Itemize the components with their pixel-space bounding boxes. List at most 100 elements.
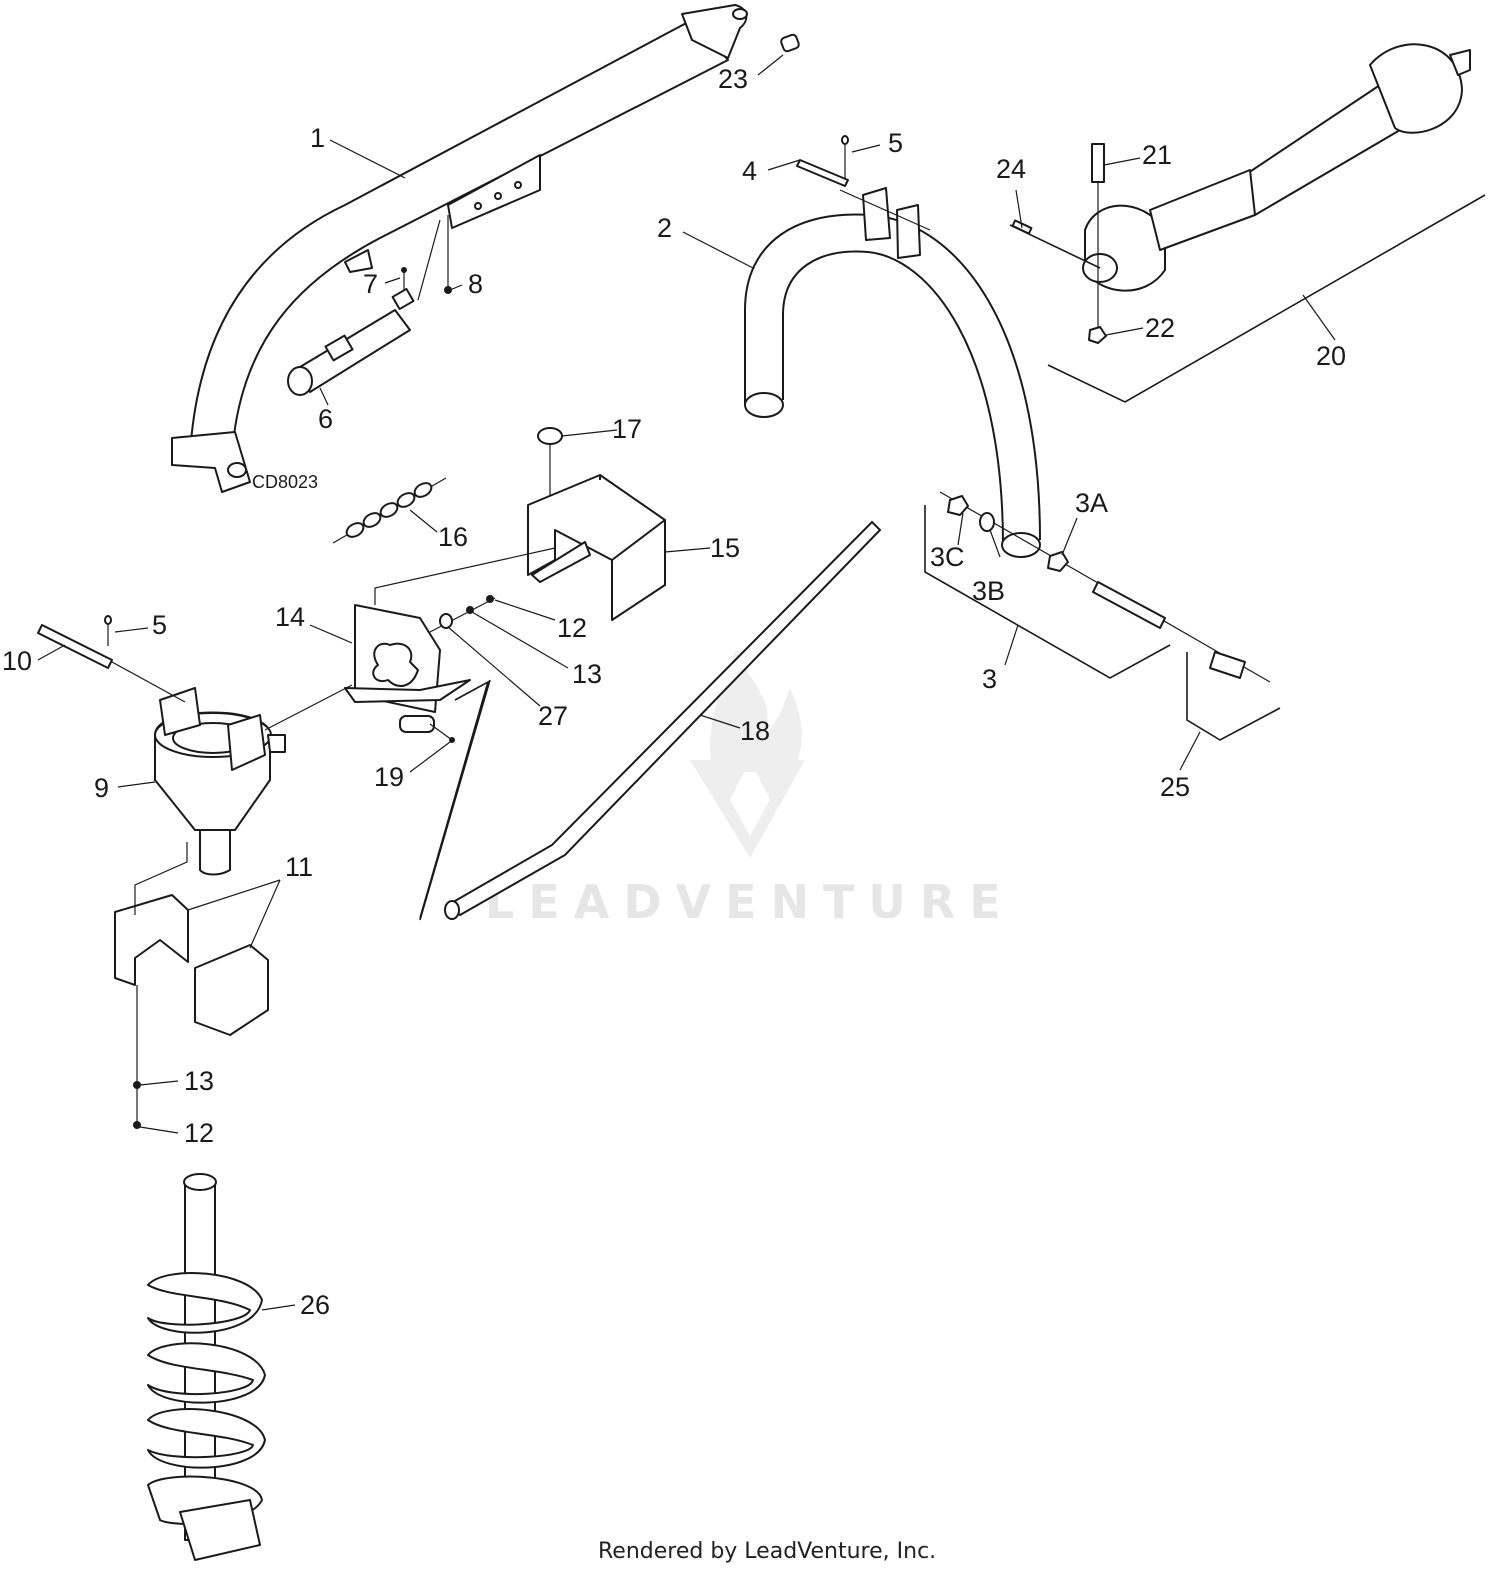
part-22-nut	[1088, 326, 1107, 344]
pto-shaft-tube	[1229, 84, 1401, 216]
part-21-bolt	[1091, 143, 1105, 335]
part-20-pto-driveline	[1047, 43, 1486, 403]
label-4: 4	[742, 156, 757, 186]
part-7-screw	[401, 267, 407, 290]
u-frame-tab-1	[862, 187, 891, 241]
gearbox-input-shaft	[267, 734, 286, 753]
boom-arm-bottom-hole	[227, 462, 247, 478]
label-3a: 3A	[1075, 488, 1108, 518]
leader-lines	[37, 54, 1336, 1311]
watermark-v-logo	[690, 760, 805, 858]
leader-cover-to-plate	[374, 547, 556, 605]
plate-sleeve	[399, 715, 435, 733]
part-25-sleeve	[1209, 651, 1246, 679]
label-26: 26	[300, 1290, 330, 1320]
label-3b: 3B	[972, 576, 1005, 606]
label-7: 7	[363, 269, 378, 299]
leader-gearbox-to-shield	[134, 842, 188, 915]
part-2-u-frame	[744, 187, 1041, 558]
part-16-chain	[332, 477, 447, 544]
label-12-upper: 12	[557, 613, 587, 643]
cylinder-end	[287, 366, 313, 396]
part-12-screw-lower	[133, 1121, 141, 1129]
part-23-pin-cap	[780, 33, 800, 53]
label-14: 14	[275, 602, 305, 632]
label-1: 1	[310, 123, 325, 153]
label-5-top: 5	[888, 128, 903, 158]
pto-outer-shield	[1369, 43, 1463, 134]
label-27: 27	[538, 701, 568, 731]
label-3c: 3C	[930, 542, 965, 572]
part-1-boom-arm	[171, 4, 748, 493]
label-12-lower: 12	[184, 1118, 214, 1148]
label-16: 16	[438, 522, 468, 552]
boom-arm-top-clevis	[681, 4, 748, 59]
gearbox-right-tab	[227, 714, 266, 771]
label-8: 8	[468, 269, 483, 299]
label-21: 21	[1142, 140, 1172, 170]
boom-arm-lug	[344, 249, 373, 273]
leadventure-watermark: LEADVENTURE	[485, 650, 1015, 929]
part-3b-washer	[979, 512, 995, 532]
bracket-25	[1186, 652, 1281, 741]
label-2: 2	[657, 213, 672, 243]
pto-spline-end	[1449, 49, 1471, 76]
part-11-shields	[114, 894, 269, 1036]
part-3-hardware	[924, 491, 1281, 741]
part-12-screw-upper	[429, 595, 496, 633]
part-9-gearbox	[154, 687, 286, 876]
part-3a-nut	[1047, 551, 1069, 572]
part-14-gear-plate	[344, 604, 471, 733]
part-4-pin	[796, 159, 849, 187]
label-10: 10	[2, 646, 32, 676]
part-5-cotter-pin-top	[841, 135, 849, 178]
part-27-washer	[439, 613, 453, 629]
label-6: 6	[318, 404, 333, 434]
u-frame-inner	[782, 250, 1004, 546]
part-6-cylinder	[287, 287, 415, 396]
bracket-18-upper	[419, 680, 490, 919]
part-10-pin	[37, 624, 186, 703]
cylinder-clamp	[324, 334, 354, 362]
label-9: 9	[94, 773, 109, 803]
watermark-text: LEADVENTURE	[485, 875, 1015, 929]
boom-arm-mount-plate	[447, 154, 541, 229]
label-11: 11	[285, 852, 313, 882]
mount-plate-hole	[494, 192, 502, 200]
footer-credit: Rendered by LeadVenture, Inc.	[598, 1539, 936, 1564]
boom-arm-top-hole	[732, 8, 748, 20]
part-18-rod	[444, 520, 882, 920]
u-frame-tab-2	[896, 204, 921, 259]
part-13-lockwasher-lower	[133, 985, 141, 1125]
part-8-nut	[444, 215, 452, 294]
part-labels: 1 23 2 4 5 7 8 6 CD8023 17 15 16 14 12 1…	[2, 64, 1346, 1320]
mount-plate-hole	[474, 202, 482, 210]
label-15: 15	[710, 533, 740, 563]
label-20: 20	[1316, 341, 1346, 371]
gearbox-left-tab	[159, 687, 201, 736]
u-frame-left-end	[744, 392, 784, 418]
mount-plate-hole	[514, 181, 522, 189]
part-26-auger	[147, 1173, 266, 1561]
part-5-cotter-pin-left	[104, 615, 112, 646]
u-frame-outer	[744, 213, 1041, 541]
label-13-lower: 13	[184, 1066, 214, 1096]
label-3: 3	[982, 664, 997, 694]
label-17: 17	[612, 414, 642, 444]
label-23: 23	[718, 64, 748, 94]
pto-inner-shield	[1149, 169, 1256, 251]
leader-boom-to-cylinder	[417, 219, 441, 301]
leader-gearbox-to-plate	[264, 684, 353, 731]
drawing-code: CD8023	[252, 472, 318, 492]
cylinder-top-clamp	[391, 287, 415, 311]
label-19: 19	[374, 762, 404, 792]
label-24: 24	[996, 154, 1026, 184]
label-5-left: 5	[152, 610, 167, 640]
label-22: 22	[1145, 313, 1175, 343]
part-3c-nut	[947, 495, 969, 516]
u-frame-right-end	[1001, 532, 1041, 558]
boom-arm-tube	[189, 19, 729, 456]
bracket-3	[924, 505, 1171, 679]
u-frame-pin-axis	[839, 189, 931, 231]
